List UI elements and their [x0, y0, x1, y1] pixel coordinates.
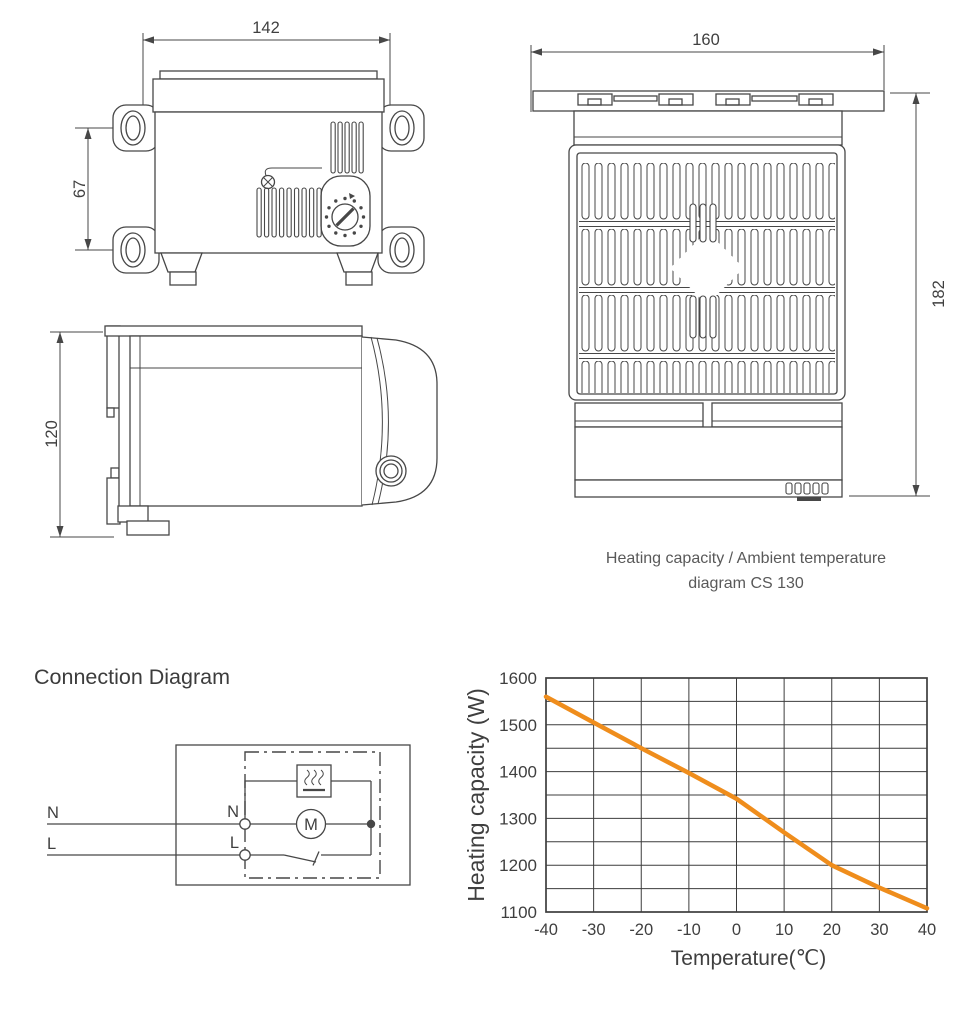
- chart-x-tick-label: -20: [629, 921, 653, 939]
- thermostat-knob: [320, 175, 371, 247]
- chart-y-tick-label: 1200: [499, 856, 537, 875]
- front-width-dimension: 142: [142, 19, 391, 131]
- chart-caption-line2: diagram CS 130: [688, 575, 804, 592]
- vent-slots-lower: [256, 187, 322, 238]
- device-boundary-box: [175, 744, 411, 886]
- front-height-dim-label: 67: [71, 180, 89, 198]
- terminal-l-label: L: [230, 834, 239, 852]
- chart-y-tick-label: 1100: [500, 903, 537, 922]
- supply-l-label: L: [47, 835, 56, 853]
- mounting-ears: [112, 104, 425, 274]
- vent-slots-upper: [330, 121, 364, 174]
- connection-diagram: Connection Diagram N L N L M: [34, 665, 411, 886]
- knob-pointer-mark: [349, 193, 355, 199]
- screw-icon: [260, 167, 322, 190]
- fan-opening: [670, 231, 744, 305]
- lower-housing: [574, 402, 843, 501]
- terminal-slots: [785, 482, 829, 495]
- chart-caption-line1: Heating capacity / Ambient temperature: [606, 550, 886, 567]
- chart-y-tick-label: 1500: [499, 716, 537, 735]
- chart-y-tick-label: 1400: [499, 763, 537, 782]
- grille-height-dim-label: 182: [930, 280, 948, 308]
- chart-x-axis-title: Temperature(℃): [671, 947, 826, 970]
- terminal-n: [239, 818, 251, 830]
- grille-width-dimension: 160: [530, 31, 885, 112]
- side-height-dim-label: 120: [43, 420, 61, 448]
- foot-left: [160, 252, 203, 273]
- chart-y-tick-label: 1600: [499, 669, 537, 688]
- chart-x-tick-label: -40: [534, 921, 558, 939]
- supply-n-label: N: [47, 804, 59, 822]
- side-height-dimension: 120: [43, 331, 114, 538]
- chart-x-tick-label: 0: [732, 921, 741, 939]
- side-view: 120: [43, 325, 438, 538]
- connection-diagram-title: Connection Diagram: [34, 665, 230, 689]
- terminal-l: [239, 849, 251, 861]
- grille-width-dim-label: 160: [692, 31, 720, 49]
- grille-view: 160 182: [530, 31, 948, 501]
- heating-element-icon: [296, 764, 332, 798]
- terminal-tab: [797, 497, 821, 501]
- chart-x-tick-label: 40: [918, 921, 936, 939]
- front-body: [152, 70, 385, 286]
- chart-x-tick-label: 20: [823, 921, 841, 939]
- foot-right: [336, 252, 379, 273]
- chart-x-tick-label: -30: [582, 921, 606, 939]
- chart-x-tick-label: 10: [775, 921, 793, 939]
- front-view: 142 67: [71, 19, 425, 286]
- motor-label: M: [304, 816, 318, 834]
- junction-dot: [366, 819, 376, 829]
- chart-x-tick-label: -10: [677, 921, 701, 939]
- mounting-rail: [532, 90, 885, 112]
- grille-body: [568, 110, 846, 401]
- heating-capacity-chart: -40 -30 -20 -10 0 10 20 30 40 1100 1200 1300 1400 150…: [463, 669, 936, 970]
- chart-x-tick-label: 30: [870, 921, 888, 939]
- chart-y-axis-title: Heating capacity (W): [463, 688, 489, 901]
- din-rail-brackets: [106, 325, 132, 525]
- side-body: [104, 325, 438, 536]
- grille-height-dimension: 182: [849, 92, 948, 497]
- thermostat-switch-icon: [250, 851, 371, 866]
- chart-y-tick-label: 1300: [499, 809, 537, 828]
- terminal-n-label: N: [227, 803, 239, 821]
- heating-capacity-curve: [543, 694, 930, 911]
- chart-plot-border: [545, 677, 928, 913]
- front-width-dim-label: 142: [252, 19, 280, 37]
